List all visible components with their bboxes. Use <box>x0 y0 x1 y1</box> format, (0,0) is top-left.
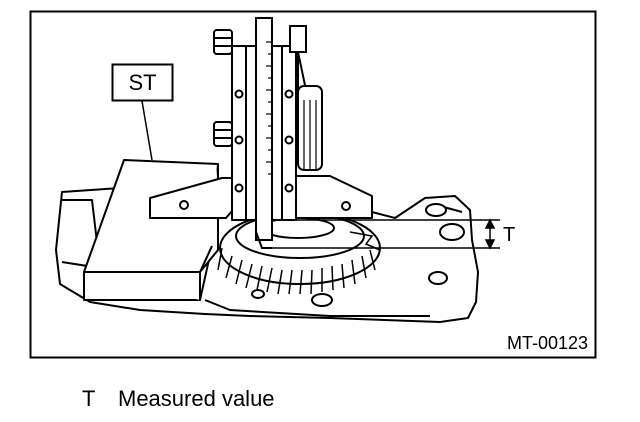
st-callout <box>111 63 174 161</box>
locking-screws <box>213 29 233 147</box>
t-label: T <box>503 224 515 246</box>
legend-description: Measured value <box>118 386 275 411</box>
legend-symbol: T <box>82 386 96 411</box>
st-label: ST <box>128 70 156 95</box>
depth-gauge-beam <box>255 17 273 249</box>
bolt-holes <box>251 203 465 307</box>
measurement-t-dimension <box>272 218 500 250</box>
fine-adjust-knob <box>289 25 323 171</box>
legend-item: T Measured value <box>82 386 275 412</box>
figure-code: MT-00123 <box>507 333 588 353</box>
